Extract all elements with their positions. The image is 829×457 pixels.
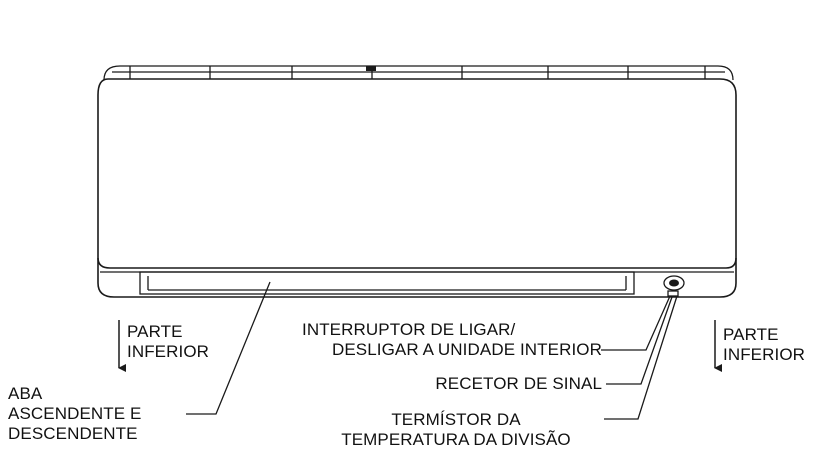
bottom-right-line1: PARTE [723,325,779,344]
flap-line1: ABA [8,384,43,403]
receiver-text: RECETOR DE SINAL [435,374,602,393]
receiver-leader [606,296,673,385]
bottom-left-line1: PARTE [127,322,183,341]
receiver-label: RECETOR DE SINAL [380,374,602,394]
bottom-body [97,258,737,298]
flap-label: ABA ASCENDENTE E DESCENDENTE [8,384,141,444]
air-outlet [139,271,635,295]
thermistor-line2: TEMPERATURA DA DIVISÃO [341,430,571,449]
bottom-right-label: PARTE INFERIOR [723,325,805,365]
indoor-unit [97,65,737,298]
top-grille [103,65,734,81]
flap-line2: ASCENDENTE E [8,404,142,423]
thermistor-label: TERMÍSTOR DA TEMPERATURA DA DIVISÃO [310,410,602,450]
bottom-left-line2: INFERIOR [127,342,210,361]
switch-label: INTERRUPTOR DE LIGAR/ DESLIGAR A UNIDADE… [270,320,602,360]
switch-leader [601,295,671,351]
switch-line2: DESLIGAR A UNIDADE INTERIOR [331,340,602,359]
flap-leader [186,281,271,415]
front-panel [97,78,737,269]
bottom-left-label: PARTE INFERIOR [127,322,209,362]
bottom-right-line2: INFERIOR [723,345,806,364]
leader-lines [186,281,678,420]
sensor-window [663,275,685,291]
thermistor-leader [604,295,678,420]
switch-line1: INTERRUPTOR DE LIGAR/ [302,320,516,339]
thermistor-line1: TERMÍSTOR DA [391,410,521,429]
flap-line3: DESCENDENTE [8,424,138,443]
